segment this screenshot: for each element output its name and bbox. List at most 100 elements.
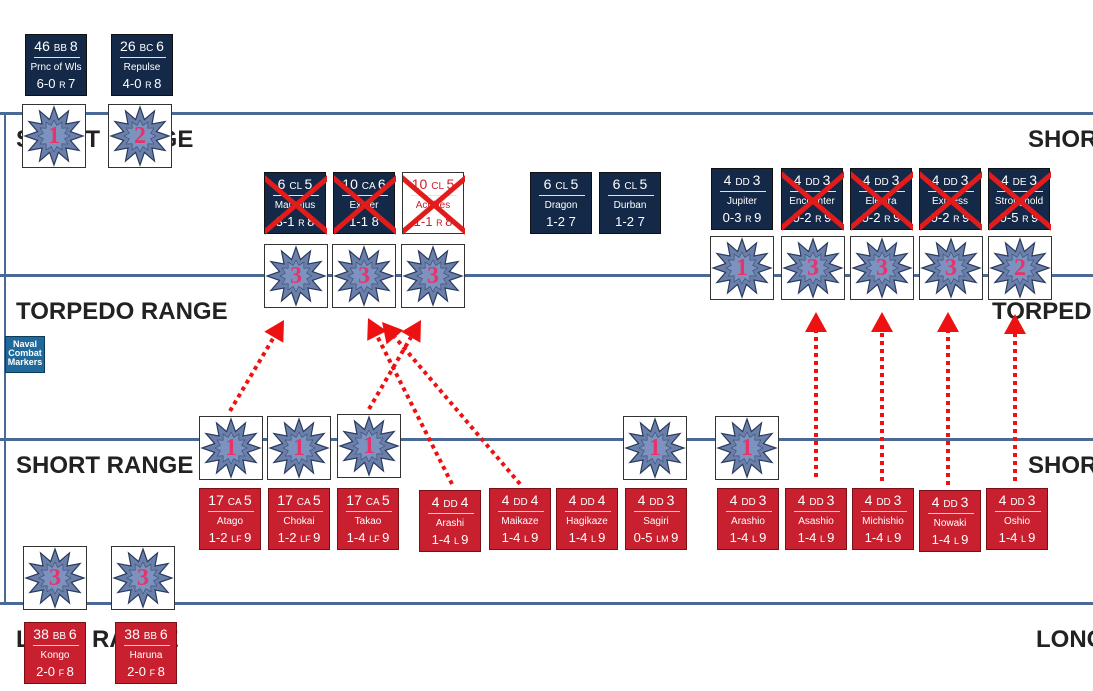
counter-stats-bottom: 1-4 L 9 — [729, 530, 767, 545]
counter-stats-top: 6 CL 5 — [543, 176, 579, 192]
counter-stats-top: 4 DD 3 — [862, 172, 900, 188]
counter-stats-top: 4 DD 4 — [501, 492, 539, 508]
combat-marker-2[interactable]: 2 — [108, 104, 172, 168]
sunk-x-icon — [334, 175, 396, 235]
counter-ship-name: Arashi — [435, 518, 465, 529]
star-burst-icon — [920, 237, 982, 299]
counter-ship-name: Asashio — [798, 516, 834, 527]
combat-marker-1[interactable]: 1 — [22, 104, 86, 168]
counter-stats-top: 6 CL 5 — [277, 176, 313, 192]
ship-counter-exeter[interactable]: 10 CA 6Exeter1-1 8 — [333, 172, 396, 235]
ship-silhouette-icon — [859, 191, 905, 192]
counter-stats-bottom: 1-4 LF 9 — [346, 530, 390, 545]
counter-stats-bottom: 1-2 LF 9 — [208, 530, 252, 545]
counter-ship-name: Takao — [354, 516, 382, 527]
ship-counter-jupiter[interactable]: 4 DD 3 Jupiter 0-3 R 9 — [711, 168, 773, 230]
torpedo-arrow — [805, 312, 827, 477]
star-burst-icon — [109, 105, 171, 167]
counter-stats-top: 4 DD 3 — [864, 492, 902, 508]
combat-marker-1[interactable]: 1 — [267, 416, 331, 480]
combat-marker-3[interactable]: 3 — [919, 236, 983, 300]
counter-ship-name: Sagiri — [643, 516, 669, 527]
range-line — [0, 274, 1093, 277]
combat-marker-3[interactable]: 3 — [111, 546, 175, 610]
ship-counter-stronghold[interactable]: 4 DE 3Stronghold0-5 R 9 — [988, 168, 1051, 231]
ship-counter-encounter[interactable]: 4 DD 3Encounter0-2 R 9 — [781, 168, 844, 231]
star-burst-icon — [402, 245, 464, 307]
counter-stats-bottom: 1-2 LF 9 — [277, 530, 321, 545]
combat-marker-1[interactable]: 1 — [199, 416, 263, 480]
counter-stats-top: 4 DD 4 — [431, 494, 469, 510]
ship-silhouette-icon — [208, 511, 254, 512]
counter-stats-top: 4 DD 3 — [931, 494, 969, 510]
ship-silhouette-icon — [634, 511, 680, 512]
star-burst-icon — [711, 237, 773, 299]
ship-silhouette-icon — [346, 511, 392, 512]
star-burst-icon — [200, 417, 262, 479]
counter-stats-top: 6 CL 5 — [612, 176, 648, 192]
counter-stats-bottom: 0-3 R 9 — [722, 210, 762, 225]
ship-silhouette-icon — [33, 645, 79, 646]
band-label-long-right: LONG — [1036, 626, 1093, 653]
combat-marker-1[interactable]: 1 — [715, 416, 779, 480]
ship-counter-achilles[interactable]: 10 CL 5Achilles1-1 R 8 — [402, 172, 465, 235]
combat-marker-1[interactable]: 1 — [710, 236, 774, 300]
ship-counter-electra[interactable]: 4 DD 3Electra0-2 R 9 — [850, 168, 913, 231]
combat-marker-3[interactable]: 3 — [23, 546, 87, 610]
torpedo-arrow — [382, 322, 522, 486]
combat-marker-3[interactable]: 3 — [850, 236, 914, 300]
ship-silhouette-icon — [720, 191, 766, 192]
counter-stats-top: 4 DD 3 — [723, 172, 761, 188]
band-label-torpedo-right: TORPED — [992, 298, 1092, 325]
ship-counter-mauritius[interactable]: 6 CL 5Mauritius3-1 R 8 — [264, 172, 327, 235]
combat-marker-3[interactable]: 3 — [332, 244, 396, 308]
combat-marker-1[interactable]: 1 — [623, 416, 687, 480]
torpedo-arrow — [937, 312, 959, 485]
counter-stats-top: 17 CA 5 — [277, 492, 321, 508]
ship-counter-express[interactable]: 4 DD 3Express0-2 R 9 — [919, 168, 982, 231]
combat-marker-1[interactable]: 1 — [337, 414, 401, 478]
ship-silhouette-icon — [411, 195, 457, 196]
counter-stats-top: 4 DE 3 — [1000, 172, 1038, 188]
combat-marker-3[interactable]: 3 — [264, 244, 328, 308]
naval-combat-markers-button[interactable]: Naval Combat Markers — [5, 336, 45, 373]
torpedo-arrow — [228, 320, 284, 413]
combat-marker-number: 3 — [49, 565, 61, 591]
star-burst-icon — [23, 105, 85, 167]
ship-silhouette-icon — [120, 57, 166, 58]
ship-silhouette-icon — [997, 191, 1043, 192]
sunk-x-icon — [265, 175, 327, 235]
combat-marker-3[interactable]: 3 — [781, 236, 845, 300]
counter-ship-name: Jupiter — [726, 196, 757, 207]
counter-stats-top: 38 BB 6 — [124, 626, 168, 642]
star-burst-icon — [24, 547, 86, 609]
combat-marker-2[interactable]: 2 — [988, 236, 1052, 300]
counter-stats-top: 4 DD 3 — [793, 172, 831, 188]
ship-silhouette-icon — [539, 195, 585, 196]
combat-marker-3[interactable]: 3 — [401, 244, 465, 308]
counter-ship-name: Repulse — [123, 62, 161, 73]
ship-silhouette-icon — [428, 513, 474, 514]
ship-silhouette-icon — [34, 57, 80, 58]
range-line — [0, 602, 1093, 605]
ship-silhouette-icon — [342, 195, 388, 196]
ship-silhouette-icon — [790, 191, 836, 192]
